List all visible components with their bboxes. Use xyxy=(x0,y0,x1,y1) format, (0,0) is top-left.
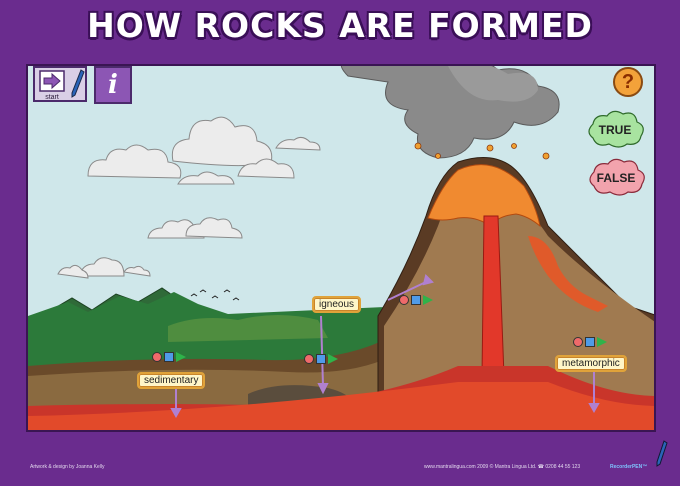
lava-flow xyxy=(427,164,541,228)
record-icon[interactable] xyxy=(304,354,314,364)
pen-icon xyxy=(656,440,668,467)
record-icon[interactable] xyxy=(152,352,162,362)
record-icon[interactable] xyxy=(399,295,409,305)
stop-icon[interactable] xyxy=(585,337,595,347)
record-icon[interactable] xyxy=(573,337,583,347)
help-button[interactable]: ? xyxy=(613,67,643,97)
footer-copyright: www.mantralingua.com 2009 © Mantra Lingu… xyxy=(424,464,581,470)
cloud-icon xyxy=(588,110,644,148)
info-button[interactable]: i xyxy=(94,66,132,104)
stop-icon[interactable] xyxy=(411,295,421,305)
metamorphic-audio-controls xyxy=(573,337,607,347)
sediment-pocket-audio-controls xyxy=(304,354,338,364)
volcano-scene xyxy=(26,64,656,432)
footer-credit: Artwork & design by Joanna Kelly xyxy=(30,464,105,470)
cloud-icon xyxy=(589,158,645,196)
play-icon[interactable] xyxy=(328,354,338,364)
play-icon[interactable] xyxy=(423,295,433,305)
birds xyxy=(190,289,240,301)
true-label: TRUE xyxy=(598,123,632,137)
start-label: start xyxy=(45,94,59,101)
clouds xyxy=(57,116,321,279)
false-button[interactable]: FALSE xyxy=(586,158,646,198)
sedimentary-label[interactable]: sedimentary xyxy=(137,372,206,389)
igneous-label[interactable]: igneous xyxy=(312,296,362,313)
arrow-right-icon xyxy=(39,70,65,92)
play-icon[interactable] xyxy=(176,352,186,362)
false-label: FALSE xyxy=(596,171,636,185)
metamorphic-label[interactable]: metamorphic xyxy=(555,355,627,372)
footer-brand: RecorderPEN™ xyxy=(610,464,648,470)
true-button[interactable]: TRUE xyxy=(585,110,645,150)
page-title: HOW ROCKS ARE FORMED xyxy=(87,6,593,45)
play-icon[interactable] xyxy=(597,337,607,347)
igneous-audio-controls xyxy=(399,295,433,305)
start-button[interactable]: start xyxy=(33,66,87,102)
pen-icon xyxy=(71,69,85,98)
stop-icon[interactable] xyxy=(316,354,326,364)
sedimentary-audio-controls xyxy=(152,352,186,362)
stop-icon[interactable] xyxy=(164,352,174,362)
